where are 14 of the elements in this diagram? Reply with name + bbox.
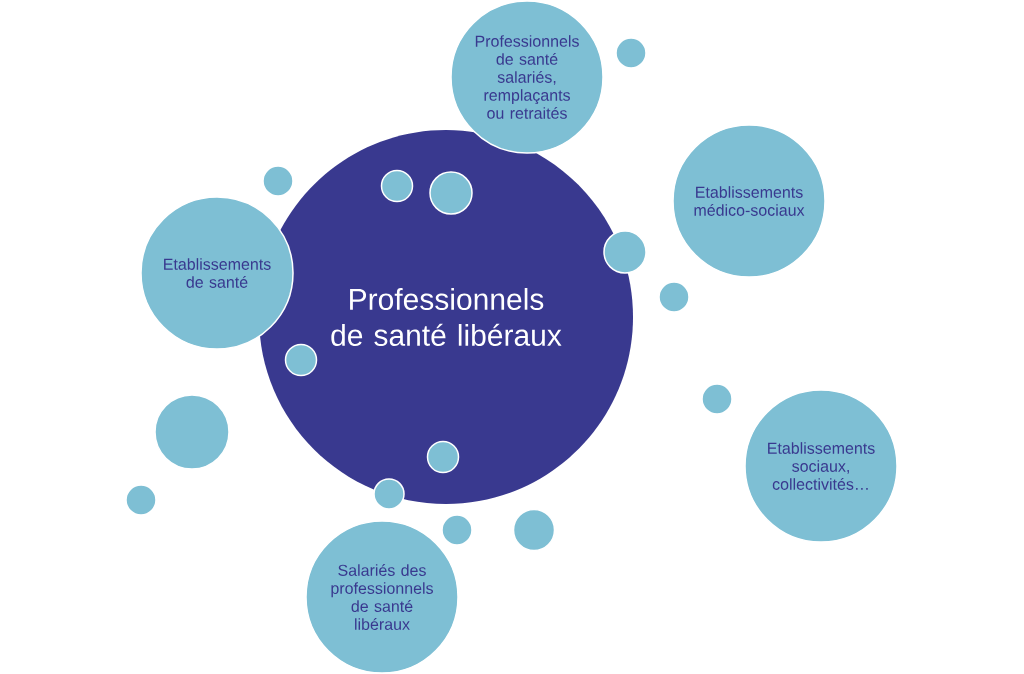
bubble — [426, 440, 460, 474]
bubble — [441, 514, 473, 546]
bubble — [154, 394, 230, 470]
bubble — [701, 383, 733, 415]
bubble — [429, 171, 473, 215]
bubble — [658, 281, 690, 313]
bubble — [615, 37, 647, 69]
bubble — [603, 230, 647, 274]
bubble — [125, 484, 157, 516]
bubble — [512, 508, 556, 552]
bubble — [262, 165, 294, 197]
bubble — [284, 343, 318, 377]
bubble — [380, 169, 414, 203]
bubble — [373, 478, 405, 510]
